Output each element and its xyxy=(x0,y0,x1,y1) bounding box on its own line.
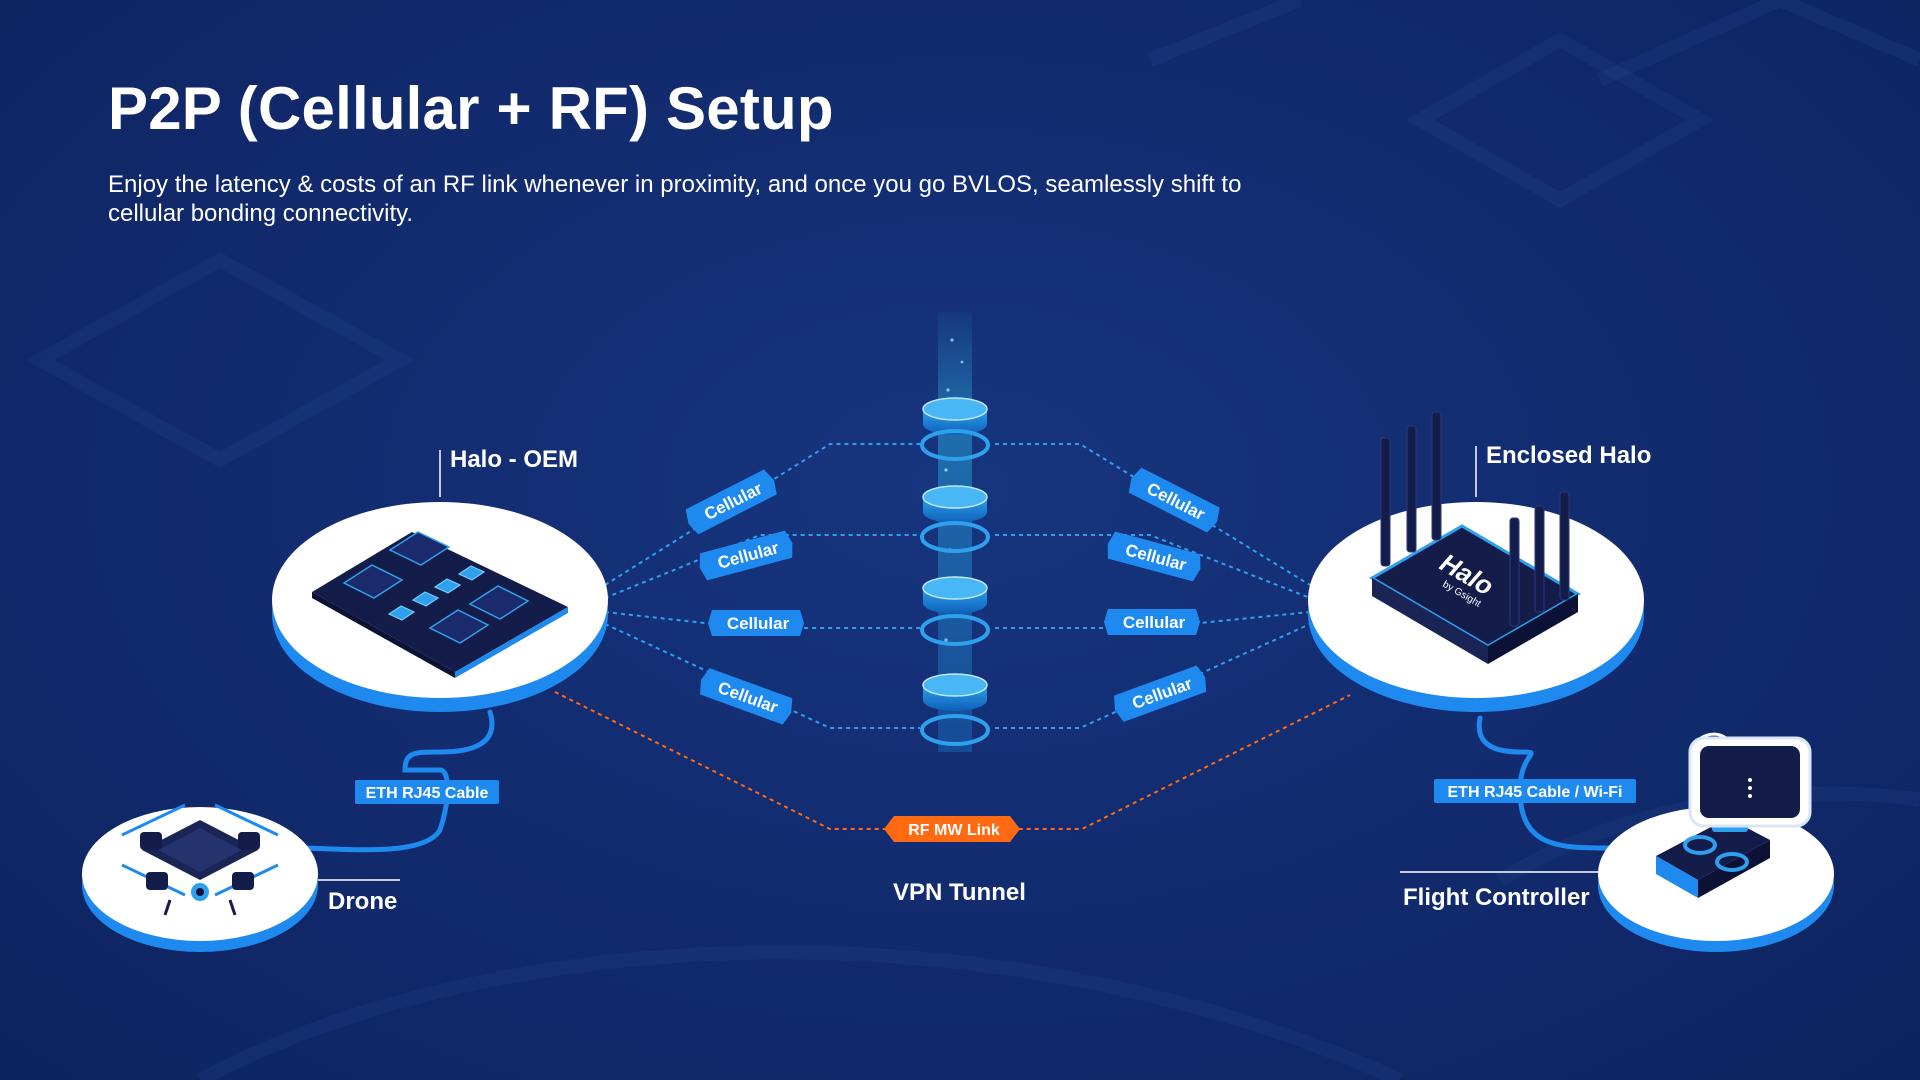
page-title: P2P (Cellular + RF) Setup xyxy=(108,75,834,142)
tunnel-disk xyxy=(920,485,990,553)
router-icon: Halo by Gsight xyxy=(1369,411,1581,664)
halo-oem-label: Halo - OEM xyxy=(450,446,579,473)
cellular-pill: Cellular xyxy=(1128,467,1220,533)
eth-cable-left-pill: ETH RJ45 Cable xyxy=(355,780,499,804)
eth-cable-right-pill: ETH RJ45 Cable / Wi-Fi xyxy=(1434,779,1636,803)
drone-icon xyxy=(121,803,279,916)
cellular-link-4-right xyxy=(995,623,1311,729)
svg-text:Cellular: Cellular xyxy=(727,614,790,633)
svg-text:Cellular: Cellular xyxy=(1123,613,1186,632)
svg-text:ETH RJ45 Cable / Wi-Fi: ETH RJ45 Cable / Wi-Fi xyxy=(1448,784,1623,801)
cellular-pill: Cellular xyxy=(1113,665,1207,722)
cellular-pill: Cellular xyxy=(685,469,777,535)
flight-controller-label: Flight Controller xyxy=(1403,884,1590,911)
cellular-pill: Cellular xyxy=(699,668,793,725)
svg-text:RF MW Link: RF MW Link xyxy=(908,822,1000,839)
cellular-link-2-right xyxy=(995,534,1311,599)
cellular-link-1-right xyxy=(995,443,1311,586)
tunnel-disk xyxy=(920,397,990,461)
eth-cable-left xyxy=(302,709,495,853)
tunnel-column-icon xyxy=(920,312,990,752)
rf-link-pill: RF MW Link xyxy=(884,816,1020,842)
cellular-link-4-left xyxy=(604,623,920,729)
cellular-pill: Cellular xyxy=(1107,531,1201,582)
circuit-board-icon xyxy=(312,531,568,678)
page-subtitle: Enjoy the latency & costs of an RF link … xyxy=(108,171,1242,227)
controller-icon xyxy=(1656,732,1812,898)
leader-lines xyxy=(318,446,1598,881)
cellular-pill: Cellular xyxy=(1104,609,1200,635)
cellular-pill: Cellular xyxy=(708,610,804,636)
eth-cable-right xyxy=(1476,715,1613,851)
enclosed-halo-label: Enclosed Halo xyxy=(1486,442,1652,469)
drone-label: Drone xyxy=(328,888,398,915)
tunnel-disk xyxy=(920,673,990,746)
cellular-pill: Cellular xyxy=(699,530,793,581)
tunnel-disk xyxy=(920,576,990,646)
cellular-link-1-left xyxy=(604,443,920,586)
svg-text:ETH RJ45 Cable: ETH RJ45 Cable xyxy=(366,785,489,802)
vpn-tunnel-label: VPN Tunnel xyxy=(893,879,1026,906)
cellular-link-2-left xyxy=(604,534,920,599)
